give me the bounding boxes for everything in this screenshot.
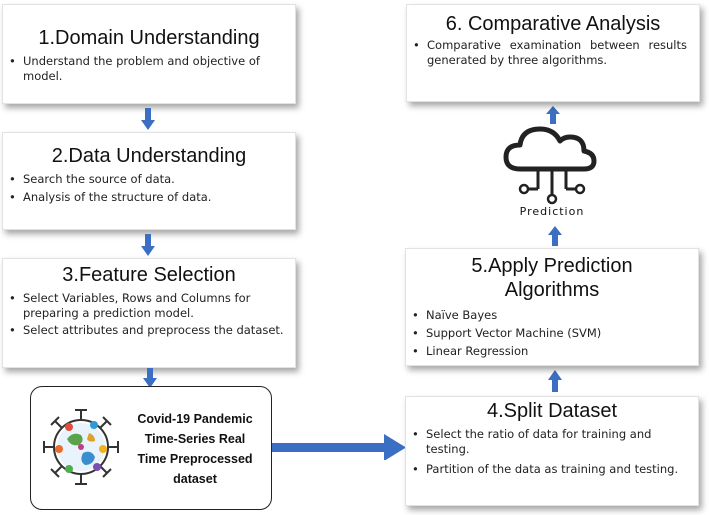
data-understanding-box: 2.Data Understanding Search the source o… bbox=[2, 132, 296, 230]
domain-understanding-box: 1.Domain Understanding Understand the pr… bbox=[2, 4, 296, 104]
domain-bullet-1: Understand the problem and objective of … bbox=[3, 54, 295, 84]
apply-title-line-2: Algorithms bbox=[504, 279, 600, 301]
data-bullet-1: Search the source of data. bbox=[3, 172, 295, 187]
apply-prediction-title: 5.Apply Prediction Algorithms bbox=[406, 254, 698, 302]
data-understanding-title: 2.Data Understanding bbox=[51, 145, 247, 167]
domain-understanding-title: 1.Domain Understanding bbox=[38, 27, 260, 49]
comparative-analysis-title: 6. Comparative Analysis bbox=[445, 13, 661, 35]
arrow-up-3 bbox=[546, 106, 560, 124]
data-bullet-2: Analysis of the structure of data. bbox=[3, 190, 295, 205]
feature-bullet-1: Select Variables, Rows and Columns for p… bbox=[3, 291, 287, 321]
arrow-right bbox=[272, 434, 406, 460]
arrow-down-1 bbox=[141, 108, 155, 130]
apply-prediction-box: 5.Apply Prediction Algorithms Naïve Baye… bbox=[405, 248, 699, 366]
covid-line-2: Time-Series Real bbox=[144, 432, 246, 446]
virus-globe-icon bbox=[43, 409, 119, 485]
apply-bullet-2: Support Vector Machine (SVM) bbox=[406, 326, 698, 341]
apply-bullet-3: Linear Regression bbox=[406, 344, 698, 359]
covid-line-3: Time Preprocessed bbox=[137, 452, 253, 466]
covid-line-4: dataset bbox=[173, 472, 217, 486]
comparative-bullet-1: Comparative examination between results … bbox=[407, 38, 687, 68]
comparative-analysis-box: 6. Comparative Analysis Comparative exam… bbox=[406, 4, 700, 102]
apply-title-line-1: 5.Apply Prediction bbox=[471, 255, 633, 277]
split-bullet-1: Select the ratio of data for training an… bbox=[406, 427, 688, 457]
arrow-up-1 bbox=[548, 370, 562, 392]
arrow-down-3 bbox=[143, 368, 157, 388]
cloud-network-icon bbox=[503, 126, 597, 205]
split-bullet-2: Partition of the data as training and te… bbox=[406, 462, 688, 477]
covid-line-1: Covid-19 Pandemic bbox=[137, 412, 253, 426]
arrow-up-2 bbox=[548, 226, 562, 246]
split-dataset-title: 4.Split Dataset bbox=[486, 400, 618, 422]
arrow-down-2 bbox=[141, 234, 155, 256]
covid-dataset-box: Covid-19 Pandemic Time-Series Real Time … bbox=[30, 386, 272, 510]
apply-bullet-1: Naïve Bayes bbox=[406, 308, 698, 323]
split-dataset-box: 4.Split Dataset Select the ratio of data… bbox=[405, 396, 699, 506]
covid-dataset-title: Covid-19 Pandemic Time-Series Real Time … bbox=[121, 409, 269, 489]
feature-bullet-2: Select attributes and preprocess the dat… bbox=[3, 323, 287, 338]
prediction-cloud: Prediction bbox=[492, 123, 612, 223]
feature-selection-title: 3.Feature Selection bbox=[62, 264, 236, 286]
feature-selection-box: 3.Feature Selection Select Variables, Ro… bbox=[2, 258, 296, 368]
prediction-label: Prediction bbox=[519, 205, 585, 218]
